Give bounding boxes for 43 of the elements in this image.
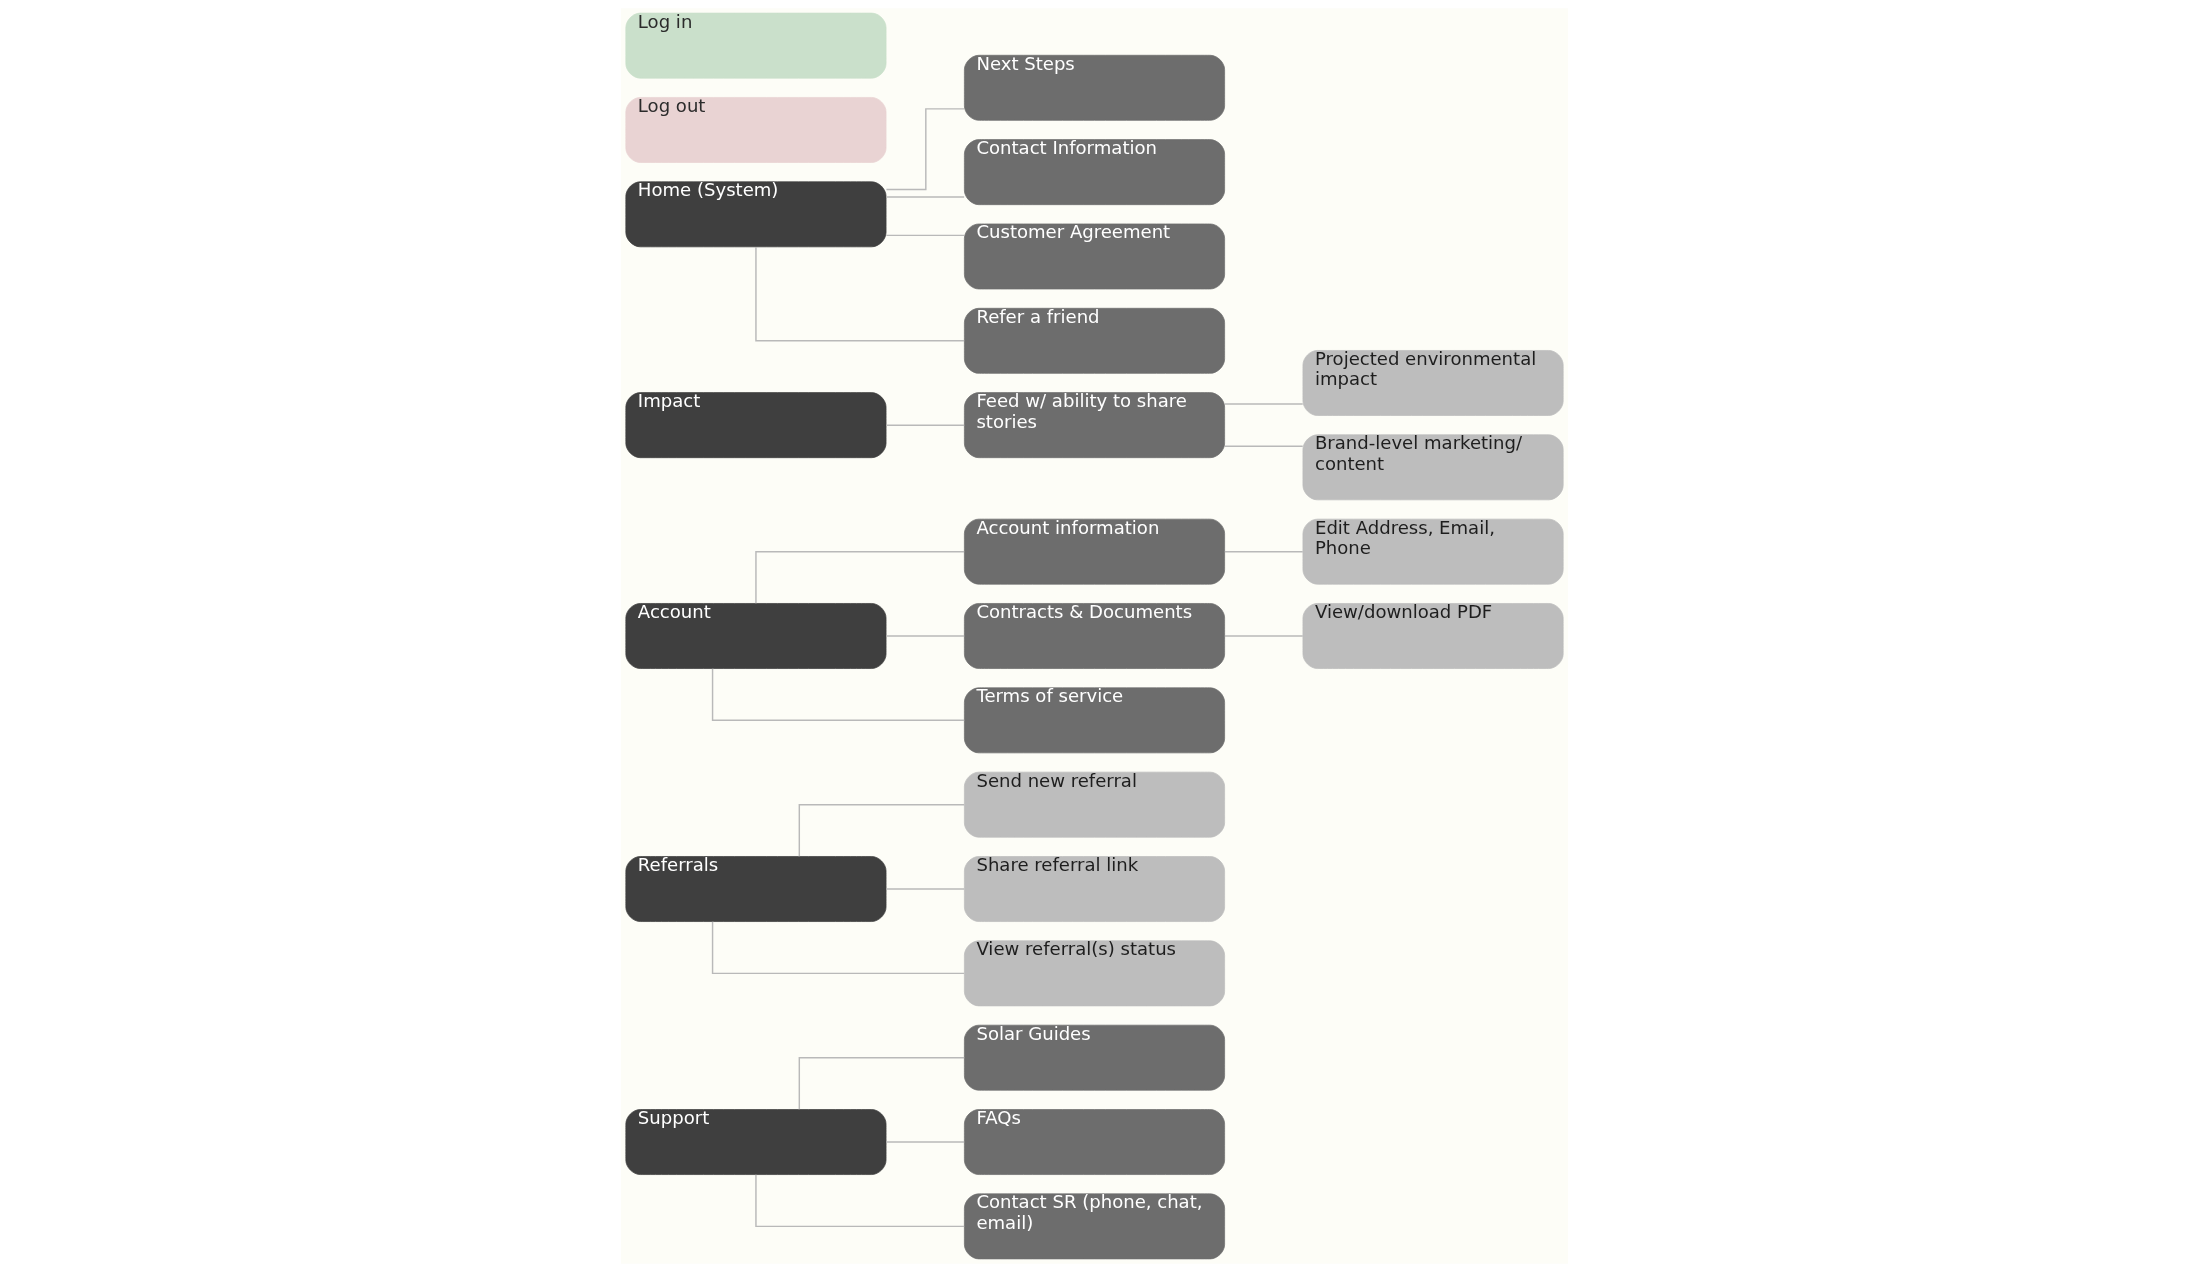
connector <box>798 803 965 857</box>
connector <box>754 246 965 342</box>
node-box: View/download PDF <box>1302 603 1564 669</box>
connector <box>1223 550 1303 553</box>
connector <box>885 1141 965 1143</box>
node-box: FAQs <box>963 1109 1225 1175</box>
node-box: Solar Guides <box>963 1024 1225 1091</box>
node-box: Log out <box>624 97 886 163</box>
connector <box>1223 445 1303 447</box>
connector <box>885 424 965 426</box>
node-box: Log in <box>624 12 886 79</box>
node-box: Next Steps <box>963 54 1225 121</box>
node-box: Customer Agreement <box>963 223 1225 290</box>
node-box: Contact Information <box>963 139 1225 206</box>
node-box: Referrals <box>624 856 886 922</box>
connector <box>885 196 965 198</box>
node-box: Share referral link <box>963 856 1225 922</box>
node-box: Edit Address, Email, Phone <box>1302 518 1564 585</box>
node-box: Refer a friend <box>963 307 1225 374</box>
node-box: View referral(s) status <box>963 940 1225 1007</box>
node-box: Terms of service <box>963 687 1225 754</box>
connector <box>754 550 965 604</box>
connector <box>1223 403 1303 405</box>
node-box: Feed w/ ability to share stories <box>963 392 1225 459</box>
node-box: Projected environmental impact <box>1302 350 1564 416</box>
connector <box>711 668 965 722</box>
connector <box>885 234 965 237</box>
node-box: Impact <box>624 392 886 459</box>
node-box: Contact SR (phone, chat, email) <box>963 1193 1225 1260</box>
node-box: Account <box>624 603 886 669</box>
connector <box>885 635 965 637</box>
connector <box>798 1056 965 1110</box>
node-box: Contracts & Documents <box>963 603 1225 669</box>
node-box: Home (System) <box>624 181 886 248</box>
node-box: Support <box>624 1109 886 1175</box>
connector <box>885 888 965 890</box>
node-box: Brand-level marketing/ content <box>1302 434 1564 501</box>
connector <box>885 108 965 191</box>
connector <box>711 921 965 975</box>
connector <box>754 1174 965 1228</box>
connector <box>1223 635 1303 637</box>
node-box: Account information <box>963 518 1225 585</box>
node-box: Send new referral <box>963 771 1225 838</box>
